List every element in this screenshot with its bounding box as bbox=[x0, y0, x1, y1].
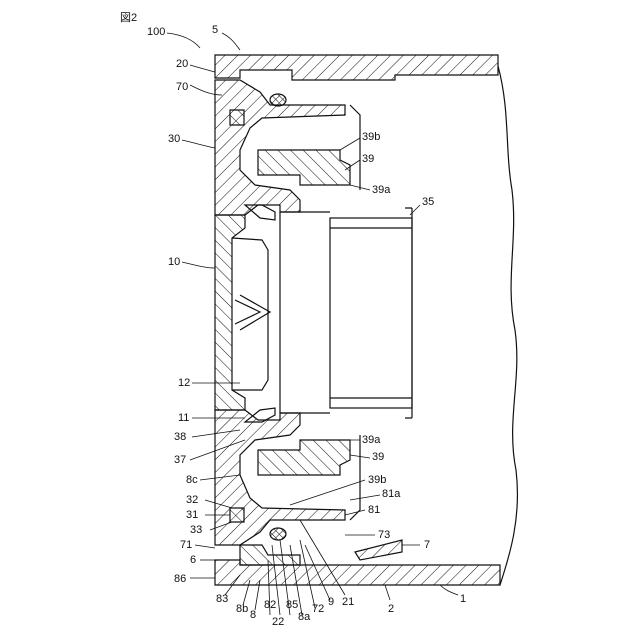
label-20: 20 bbox=[176, 58, 188, 70]
leader-lines bbox=[167, 33, 458, 615]
label-39-top: 39 bbox=[362, 153, 374, 165]
label-11: 11 bbox=[178, 412, 189, 424]
label-8c: 8c bbox=[186, 474, 198, 486]
label-8b: 8b bbox=[236, 603, 248, 615]
label-73: 73 bbox=[378, 529, 390, 541]
label-71: 71 bbox=[180, 539, 192, 551]
label-12: 12 bbox=[178, 377, 190, 389]
inner-tube bbox=[280, 212, 330, 413]
label-2: 2 bbox=[388, 603, 394, 615]
cap-recess bbox=[232, 238, 268, 390]
label-82: 82 bbox=[264, 599, 276, 611]
label-6: 6 bbox=[190, 554, 196, 566]
label-38: 38 bbox=[174, 431, 186, 443]
label-86: 86 bbox=[174, 573, 186, 585]
label-39-bottom: 39 bbox=[372, 451, 384, 463]
label-85: 85 bbox=[286, 599, 298, 611]
central-cap bbox=[215, 215, 245, 410]
part-31-32 bbox=[230, 508, 244, 522]
label-31: 31 bbox=[186, 509, 198, 521]
seal-ring-lower bbox=[270, 528, 286, 540]
label-22: 22 bbox=[272, 616, 284, 628]
inner-flange-7 bbox=[355, 540, 402, 560]
frame-top-wall bbox=[215, 55, 498, 80]
collar-39-upper bbox=[258, 150, 350, 185]
figure-caption: 図2 bbox=[120, 11, 137, 24]
label-39b-top: 39b bbox=[362, 131, 380, 143]
part-70-block bbox=[230, 110, 244, 125]
label-39a-bottom: 39a bbox=[362, 434, 381, 446]
seal-ring-upper bbox=[270, 94, 286, 106]
container-outline bbox=[498, 66, 517, 585]
label-1: 1 bbox=[460, 593, 466, 605]
label-10: 10 bbox=[168, 256, 180, 268]
label-5: 5 bbox=[212, 24, 218, 36]
label-83: 83 bbox=[216, 593, 228, 605]
label-33: 33 bbox=[190, 524, 202, 536]
label-8: 8 bbox=[250, 609, 256, 621]
label-32: 32 bbox=[186, 494, 198, 506]
label-7: 7 bbox=[424, 539, 430, 551]
label-21: 21 bbox=[342, 596, 354, 608]
label-100: 100 bbox=[147, 26, 165, 38]
collar-39-lower bbox=[258, 440, 350, 475]
label-8a: 8a bbox=[298, 611, 311, 623]
label-9: 9 bbox=[328, 596, 334, 608]
ring-part-8 bbox=[240, 545, 300, 565]
label-30: 30 bbox=[168, 133, 180, 145]
label-81a: 81a bbox=[382, 488, 401, 500]
label-37: 37 bbox=[174, 454, 186, 466]
label-35: 35 bbox=[422, 196, 434, 208]
sleeve-35 bbox=[330, 218, 412, 408]
label-81: 81 bbox=[368, 504, 380, 516]
valve-12 bbox=[235, 295, 270, 330]
label-39a-top: 39a bbox=[372, 184, 391, 196]
lid-body-lower bbox=[215, 410, 345, 545]
label-70: 70 bbox=[176, 81, 188, 93]
label-39b-bottom: 39b bbox=[368, 474, 386, 486]
label-72: 72 bbox=[312, 603, 324, 615]
